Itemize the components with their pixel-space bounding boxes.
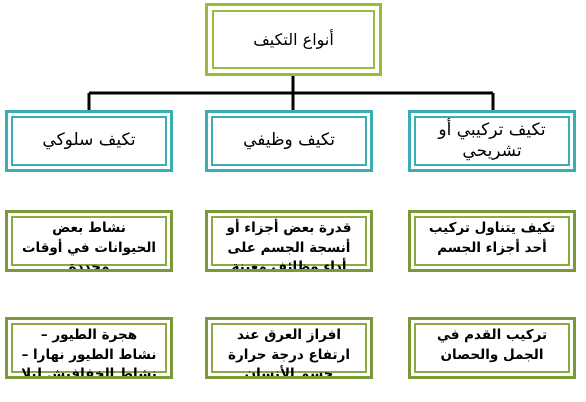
category-structural-title: تكيف تركيبي أو تشريحي (438, 119, 546, 161)
example-behavioral: هجرة الطيور – نشاط الطيور نهارا –نشاط ال… (5, 317, 173, 379)
definition-structural: تكيف يتناول تركيب أحد أجزاء الجسم (408, 210, 576, 272)
definition-behavioral: نشاط بعض الحيوانات في أوقات محددة (5, 210, 173, 272)
category-behavioral-title: تكيف سلوكي (42, 130, 136, 151)
definition-functional: قدرة بعض أجزاء أو أنسجة الجسم على أداء و… (205, 210, 373, 272)
category-behavioral: تكيف سلوكي (5, 110, 173, 172)
example-functional-text: افراز العرق عند ارتفاع درجة حرارة جسم ال… (228, 327, 350, 379)
example-structural: تركيب القدم في الجمل والحصان (408, 317, 576, 379)
category-functional: تكيف وظيفي (205, 110, 373, 172)
example-behavioral-text: هجرة الطيور – نشاط الطيور نهارا –نشاط ال… (21, 327, 157, 379)
example-functional: افراز العرق عند ارتفاع درجة حرارة جسم ال… (205, 317, 373, 379)
definition-structural-text: تكيف يتناول تركيب أحد أجزاء الجسم (428, 220, 556, 256)
example-structural-text: تركيب القدم في الجمل والحصان (436, 327, 548, 363)
category-structural: تكيف تركيبي أو تشريحي (408, 110, 576, 172)
root-label: أنواع التكيف (253, 30, 334, 49)
root-node: أنواع التكيف (205, 3, 382, 76)
category-functional-title: تكيف وظيفي (243, 130, 335, 151)
definition-functional-text: قدرة بعض أجزاء أو أنسجة الجسم على أداء و… (226, 220, 352, 272)
definition-behavioral-text: نشاط بعض الحيوانات في أوقات محددة (21, 220, 157, 272)
